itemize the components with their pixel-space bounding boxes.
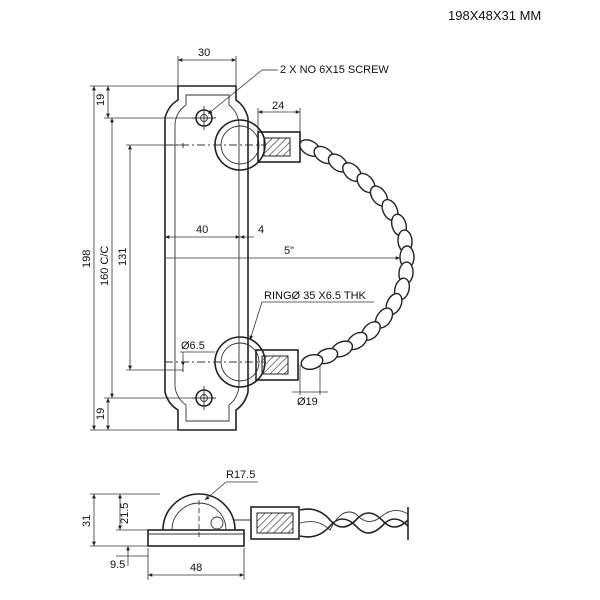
svg-text:160 C/C: 160 C/C	[99, 246, 111, 286]
svg-text:R17.5: R17.5	[226, 469, 255, 481]
ferrule-top	[257, 131, 301, 163]
dim-dia-6-5: Ø6.5	[180, 340, 215, 366]
side-view	[147, 493, 409, 547]
center-lines	[165, 143, 265, 372]
side-base	[147, 529, 245, 547]
dim-24: 24	[257, 100, 301, 132]
dim-31: 31	[81, 493, 160, 547]
svg-text:48: 48	[190, 562, 202, 574]
dim-198: 198	[81, 85, 178, 431]
screw-leader: 2 X NO 6X15 SCREW	[207, 64, 389, 115]
rope-coil	[299, 139, 415, 371]
dim-21-5: 21.5	[116, 494, 148, 531]
dim-9-5: 9.5	[110, 546, 148, 571]
svg-text:9.5: 9.5	[110, 559, 125, 571]
ring-leader: RINGØ 35 X6.5 THK	[249, 290, 374, 341]
ring-label: RINGØ 35 X6.5 THK	[264, 290, 367, 302]
svg-text:131: 131	[117, 248, 129, 266]
dim-4: 4	[240, 224, 264, 239]
dim-160: 160 C/C	[99, 118, 114, 398]
svg-text:5": 5"	[284, 245, 294, 257]
svg-text:31: 31	[81, 515, 93, 527]
dim-19-top: 19	[95, 86, 196, 119]
svg-text:Ø6.5: Ø6.5	[181, 340, 205, 352]
svg-text:30: 30	[198, 47, 210, 59]
dim-19-bottom: 19	[95, 397, 196, 430]
svg-text:21.5: 21.5	[119, 503, 131, 524]
dim-131: 131	[117, 144, 183, 371]
dim-r17-5: R17.5	[204, 469, 258, 501]
dim-30: 30	[177, 47, 237, 86]
svg-text:Ø19: Ø19	[297, 396, 318, 408]
dim-5-inch: 5"	[165, 245, 400, 260]
ferrule-bottom	[255, 349, 299, 381]
dim-dia-19: Ø19	[292, 365, 328, 408]
dim-48: 48	[147, 548, 245, 580]
dim-40: 40	[165, 224, 240, 239]
svg-text:4: 4	[258, 224, 264, 236]
svg-text:198: 198	[81, 250, 93, 268]
base-plate-outline	[164, 85, 249, 431]
svg-text:24: 24	[272, 100, 284, 112]
svg-text:19: 19	[95, 408, 107, 420]
svg-text:19: 19	[95, 94, 107, 106]
svg-text:40: 40	[196, 224, 208, 236]
screw-label: 2 X NO 6X15 SCREW	[280, 64, 389, 76]
size-label: 198X48X31 MM	[448, 8, 541, 23]
